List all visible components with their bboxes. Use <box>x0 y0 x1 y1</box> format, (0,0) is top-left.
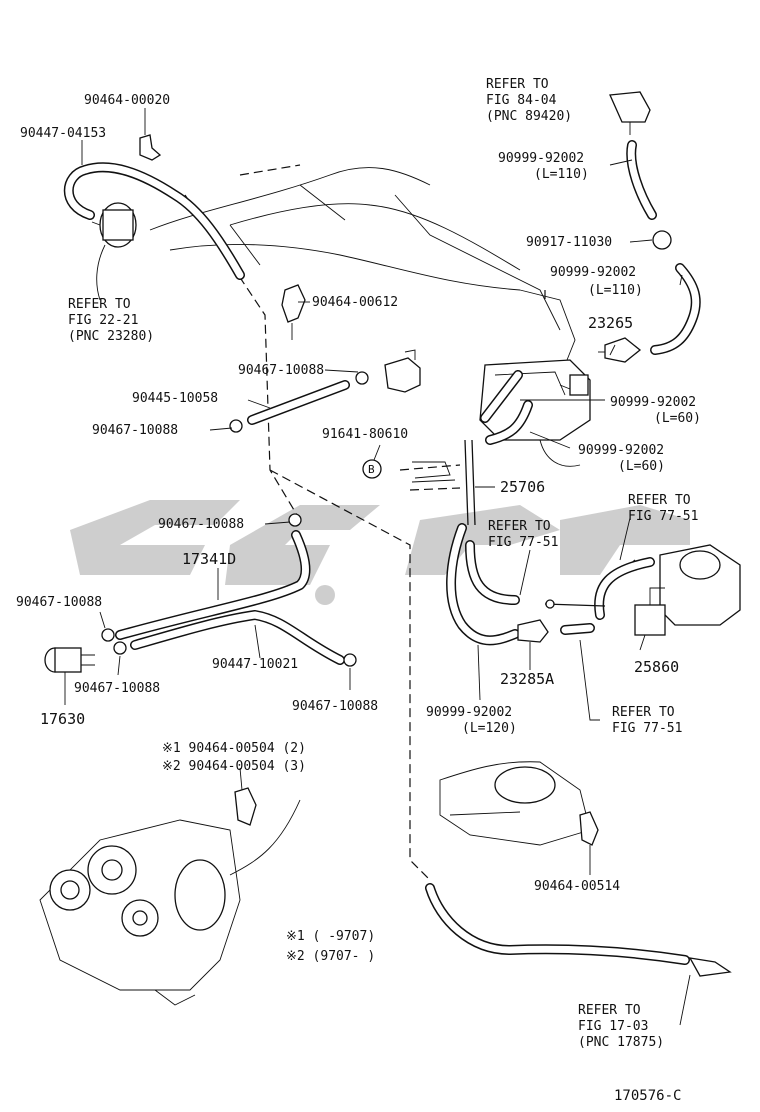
hose-90999-92002-c <box>480 370 523 423</box>
engine-block-lower <box>39 799 301 1006</box>
label-90999-92002-d: 90999-92002 <box>578 443 664 458</box>
label-90447-04153: 90447-04153 <box>20 126 106 141</box>
label-90445-10058: 90445-10058 <box>132 391 218 406</box>
vsv-connector-center <box>384 349 421 393</box>
label-legend1: ※1 ( -9707) <box>286 929 375 944</box>
hose-17875 <box>425 883 690 965</box>
master-cylinder <box>439 761 591 846</box>
label-90467-10088-c: 90467-10088 <box>158 517 244 532</box>
label-ref-22-21-b: FIG 22-21 <box>68 313 138 328</box>
label-23285A: 23285A <box>500 670 554 688</box>
label-ref-84-04-a: REFER TO <box>486 77 549 92</box>
hose-90999-92002-d <box>485 400 533 445</box>
leader-lines <box>64 108 691 1026</box>
circled-letter-marker <box>362 459 382 479</box>
label-25860: 25860 <box>634 658 679 676</box>
label-length-c: (L=60) <box>654 411 701 426</box>
part-17630 <box>44 647 95 673</box>
throttle-body <box>479 359 591 467</box>
canister-right <box>659 544 741 626</box>
part-90917-11030 <box>652 230 672 250</box>
label-ref-77-51-a2: FIG 77-51 <box>628 509 698 524</box>
clip-90464-00612 <box>281 284 306 340</box>
label-ref-77-51-c1: REFER TO <box>612 705 675 720</box>
label-ref-84-04-b: FIG 84-04 <box>486 93 557 108</box>
label-90467-10088-e: 90467-10088 <box>74 681 160 696</box>
label-90999-92002-a: 90999-92002 <box>498 151 584 166</box>
label-ref-17-03-b: FIG 17-03 <box>578 1019 648 1034</box>
label-90999-92002-b: 90999-92002 <box>550 265 636 280</box>
clip-90464-00514 <box>579 811 599 846</box>
label-90917-11030: 90917-11030 <box>526 235 612 250</box>
clip-right-1 <box>343 653 357 667</box>
label-90467-10088-d: 90467-10088 <box>16 595 102 610</box>
sensor-89420 <box>609 91 651 135</box>
clip-left-1 <box>101 628 115 642</box>
label-length-a: (L=110) <box>534 167 589 182</box>
label-90467-10088-b: 90467-10088 <box>92 423 178 438</box>
clip-left-2 <box>113 641 127 655</box>
label-90467-10088-f: 90467-10088 <box>292 699 378 714</box>
label-length-d: (L=60) <box>618 459 665 474</box>
clip-90464-00504 <box>234 787 257 826</box>
label-91641-80610: 91641-80610 <box>322 427 408 442</box>
label-23265: 23265 <box>588 314 633 332</box>
clip-center-2 <box>229 419 243 433</box>
hose-77-51-c <box>560 623 595 635</box>
hose-90999-92002-a <box>626 140 657 220</box>
connector-right-mid <box>544 599 606 609</box>
label-note2-part: ※2 90464-00504 (3) <box>162 759 306 774</box>
label-90464-00612: 90464-00612 <box>312 295 398 310</box>
clip-top-1 <box>288 513 302 527</box>
label-ref-17-03-c: (PNC 17875) <box>578 1035 664 1050</box>
label-ref-17-03-a: REFER TO <box>578 1003 641 1018</box>
hose-90447-04153 <box>63 162 245 280</box>
hose-90999-92002-b <box>650 263 701 355</box>
part-23285A <box>517 619 549 643</box>
label-90999-92002-c: 90999-92002 <box>610 395 696 410</box>
label-ref-77-51-c2: FIG 77-51 <box>612 721 682 736</box>
pipe-25706 <box>464 439 476 526</box>
label-note1-part: ※1 90464-00504 (2) <box>162 741 306 756</box>
label-ref-77-51-b1: REFER TO <box>488 519 551 534</box>
figure-code: 170576-C <box>614 1088 681 1104</box>
label-17341D: 17341D <box>182 550 236 568</box>
vsv-valve-top-left <box>91 202 137 301</box>
bracket-91641 <box>411 461 456 483</box>
connector-17875 <box>688 957 732 977</box>
label-length-e: (L=120) <box>462 721 517 736</box>
label-ref-84-04-c: (PNC 89420) <box>486 109 572 124</box>
circled-marker-letter: B <box>368 463 375 476</box>
label-ref-22-21-c: (PNC 23280) <box>68 329 154 344</box>
label-90464-00514: 90464-00514 <box>534 879 620 894</box>
hose-90445-10058 <box>247 380 350 425</box>
label-length-b: (L=110) <box>588 283 643 298</box>
hose-17341D <box>115 530 311 640</box>
label-ref-77-51-b2: FIG 77-51 <box>488 535 558 550</box>
label-ref-22-21-a: REFER TO <box>68 297 131 312</box>
label-ref-77-51-a1: REFER TO <box>628 493 691 508</box>
watermark-logo <box>70 500 690 605</box>
engine-outline <box>149 164 576 366</box>
clip-center-1 <box>355 371 369 385</box>
label-90464-00020: 90464-00020 <box>84 93 170 108</box>
part-25860 <box>634 587 666 636</box>
hose-77-51-a <box>465 540 520 605</box>
label-25706: 25706 <box>500 478 545 496</box>
label-legend2: ※2 (9707- ) <box>286 949 375 964</box>
label-90447-10021: 90447-10021 <box>212 657 298 672</box>
label-17630: 17630 <box>40 710 85 728</box>
label-90467-10088-a: 90467-10088 <box>238 363 324 378</box>
part-23265 <box>598 337 642 363</box>
label-90999-92002-e: 90999-92002 <box>426 705 512 720</box>
part-labels: 90464-00020 90447-04153 REFER TO FIG 22-… <box>16 77 701 1104</box>
clip-90464-00020 <box>139 134 162 161</box>
hose-90447-10021 <box>130 610 345 665</box>
hose-90999-92002-e <box>446 523 520 646</box>
